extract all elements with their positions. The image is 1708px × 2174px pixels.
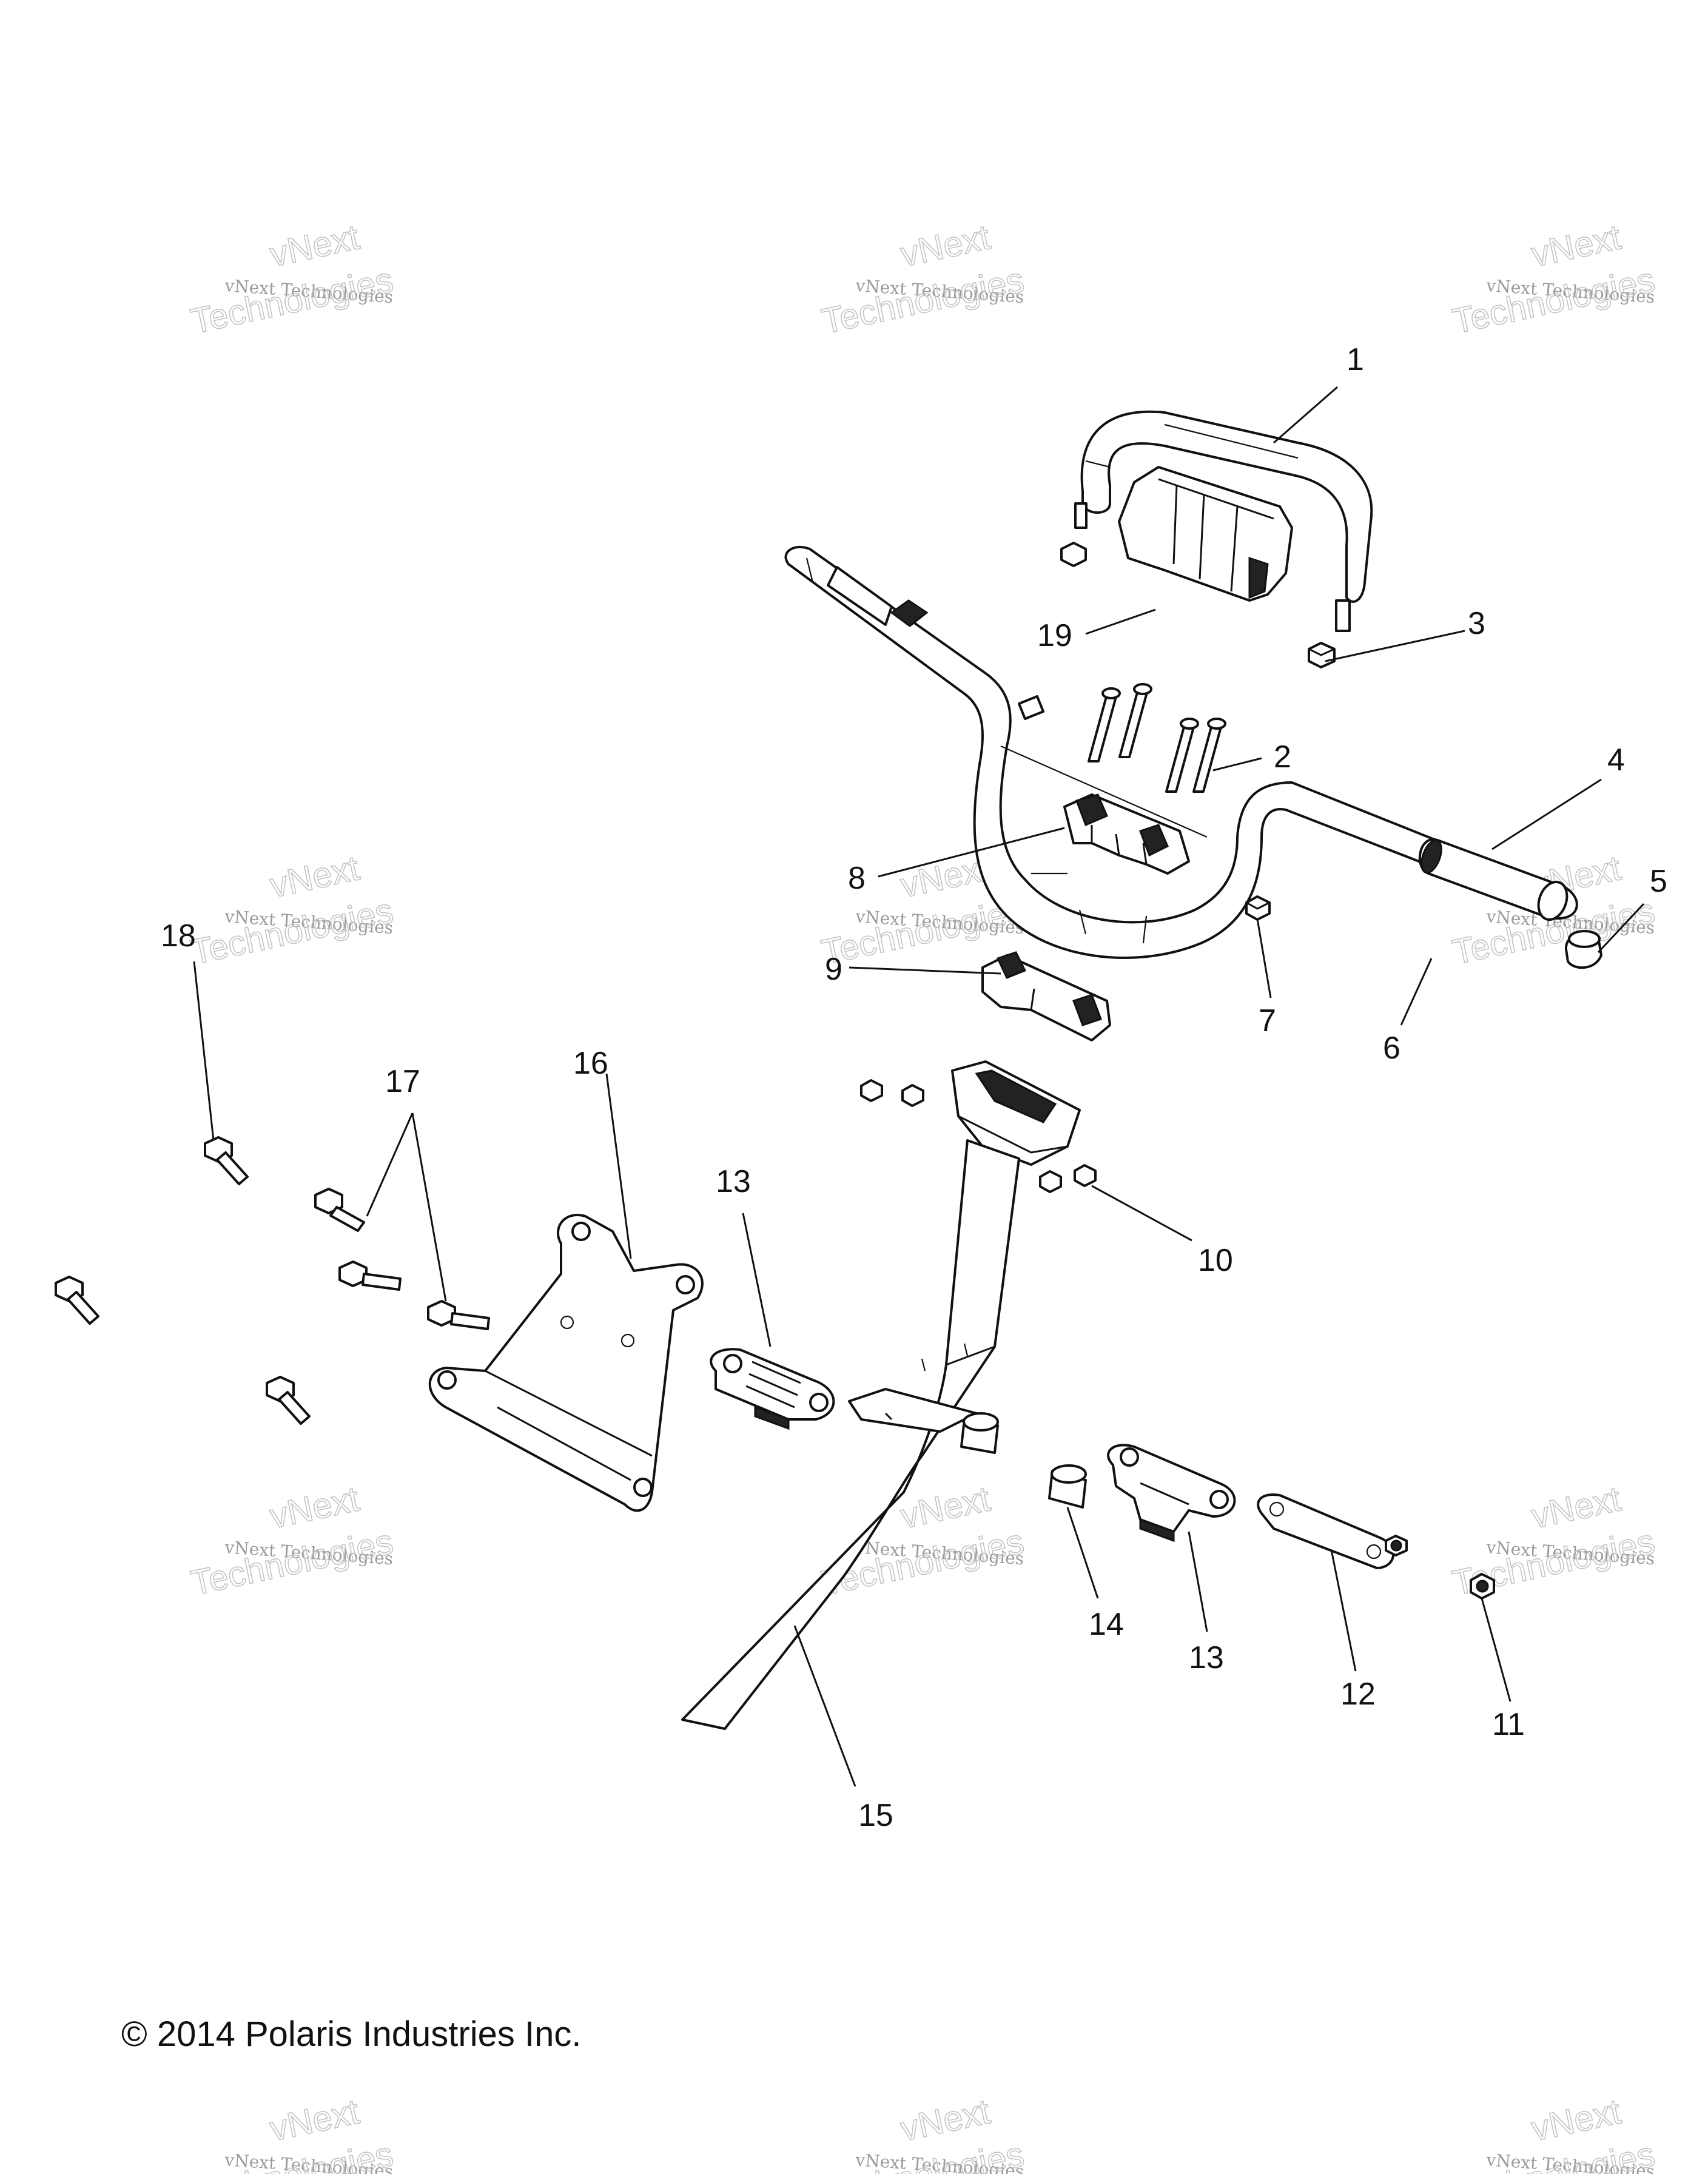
callout-13-lower: 13 bbox=[1189, 1640, 1224, 1675]
callout-3: 3 bbox=[1468, 606, 1485, 641]
svg-text:vNext: vNext bbox=[1528, 2092, 1624, 2149]
callout-4: 4 bbox=[1607, 742, 1625, 778]
watermark: vNext vNext Technologies Technologies bbox=[1448, 217, 1658, 342]
bolt-part-2 bbox=[1088, 683, 1226, 793]
clamp-part-13-upper bbox=[710, 1348, 835, 1430]
watermark: vNext vNext Technologies Technologies bbox=[187, 2092, 397, 2174]
end-cap-part bbox=[1564, 930, 1602, 969]
watermark: vNext vNext Technologies Technologies bbox=[1448, 2092, 1658, 2174]
svg-text:vNext: vNext bbox=[897, 2092, 994, 2149]
watermark: vNext vNext Technologies Technologies bbox=[818, 2092, 1027, 2174]
callout-9: 9 bbox=[825, 952, 842, 987]
callout-19: 19 bbox=[1037, 618, 1072, 653]
svg-text:vNext: vNext bbox=[266, 2092, 363, 2149]
nut-part-3 bbox=[1308, 642, 1336, 668]
callout-labels: 1 2 3 4 5 6 7 8 9 10 11 12 13 13 14 15 1… bbox=[161, 342, 1667, 1833]
svg-text:vNext: vNext bbox=[897, 1479, 994, 1536]
callout-5: 5 bbox=[1650, 864, 1667, 899]
leader-lines bbox=[193, 386, 1645, 1787]
copyright-notice: © 2014 Polaris Industries Inc. bbox=[121, 2014, 582, 2054]
bushing-part-14 bbox=[960, 1412, 1087, 1509]
svg-text:vNext: vNext bbox=[266, 1479, 363, 1536]
watermark: vNext vNext Technologies Technologies bbox=[818, 217, 1027, 342]
svg-text:Technologies: Technologies bbox=[187, 1522, 397, 1603]
callout-11: 11 bbox=[1492, 1707, 1525, 1742]
upper-clamp-part bbox=[1063, 793, 1190, 875]
callout-16: 16 bbox=[573, 1046, 608, 1081]
strap-part bbox=[1257, 1493, 1408, 1569]
steering-post-part bbox=[681, 1060, 1081, 1730]
callout-17: 17 bbox=[385, 1064, 420, 1099]
lower-clamp-part bbox=[981, 951, 1111, 1042]
bolt-part-17 bbox=[314, 1188, 490, 1330]
nut-part-7 bbox=[1245, 895, 1271, 921]
clamp-part-13-lower bbox=[1107, 1444, 1236, 1543]
grip-part bbox=[1418, 838, 1578, 921]
watermark: vNext vNext Technologies Technologies bbox=[818, 1479, 1027, 1604]
callout-1: 1 bbox=[1347, 342, 1364, 377]
callout-7: 7 bbox=[1259, 1003, 1276, 1038]
svg-text:vNext: vNext bbox=[266, 848, 363, 905]
watermark: vNext vNext Technologies Technologies bbox=[187, 217, 397, 342]
bolt-part-18 bbox=[55, 1136, 311, 1425]
callout-2: 2 bbox=[1274, 739, 1291, 775]
mounting-bracket-part bbox=[428, 1214, 704, 1512]
callout-13-upper: 13 bbox=[716, 1164, 751, 1199]
svg-text:vNext: vNext bbox=[897, 217, 994, 274]
svg-text:Technologies: Technologies bbox=[818, 260, 1027, 342]
svg-text:vNext: vNext bbox=[266, 217, 363, 274]
nut-part-10 bbox=[860, 1079, 1097, 1193]
svg-text:Technologies: Technologies bbox=[187, 260, 397, 342]
callout-6: 6 bbox=[1383, 1031, 1400, 1066]
handlebar-pad-part bbox=[1118, 466, 1293, 602]
callout-12: 12 bbox=[1340, 1677, 1376, 1712]
svg-text:Technologies: Technologies bbox=[187, 891, 397, 972]
crossbar-pad-part bbox=[1060, 410, 1373, 632]
callout-18: 18 bbox=[161, 918, 196, 954]
svg-text:vNext: vNext bbox=[1528, 1479, 1624, 1536]
watermark: vNext vNext Technologies Technologies bbox=[187, 1479, 397, 1604]
svg-text:vNext: vNext bbox=[1528, 217, 1624, 274]
handlebar-part bbox=[784, 545, 1548, 960]
callout-15: 15 bbox=[858, 1798, 893, 1833]
svg-text:Technologies: Technologies bbox=[1449, 260, 1658, 342]
nut-part-11 bbox=[1470, 1573, 1495, 1600]
watermark: vNext vNext Technologies Technologies bbox=[187, 848, 397, 973]
callout-14: 14 bbox=[1089, 1607, 1124, 1642]
callout-8: 8 bbox=[848, 861, 866, 896]
callout-10: 10 bbox=[1198, 1243, 1233, 1278]
